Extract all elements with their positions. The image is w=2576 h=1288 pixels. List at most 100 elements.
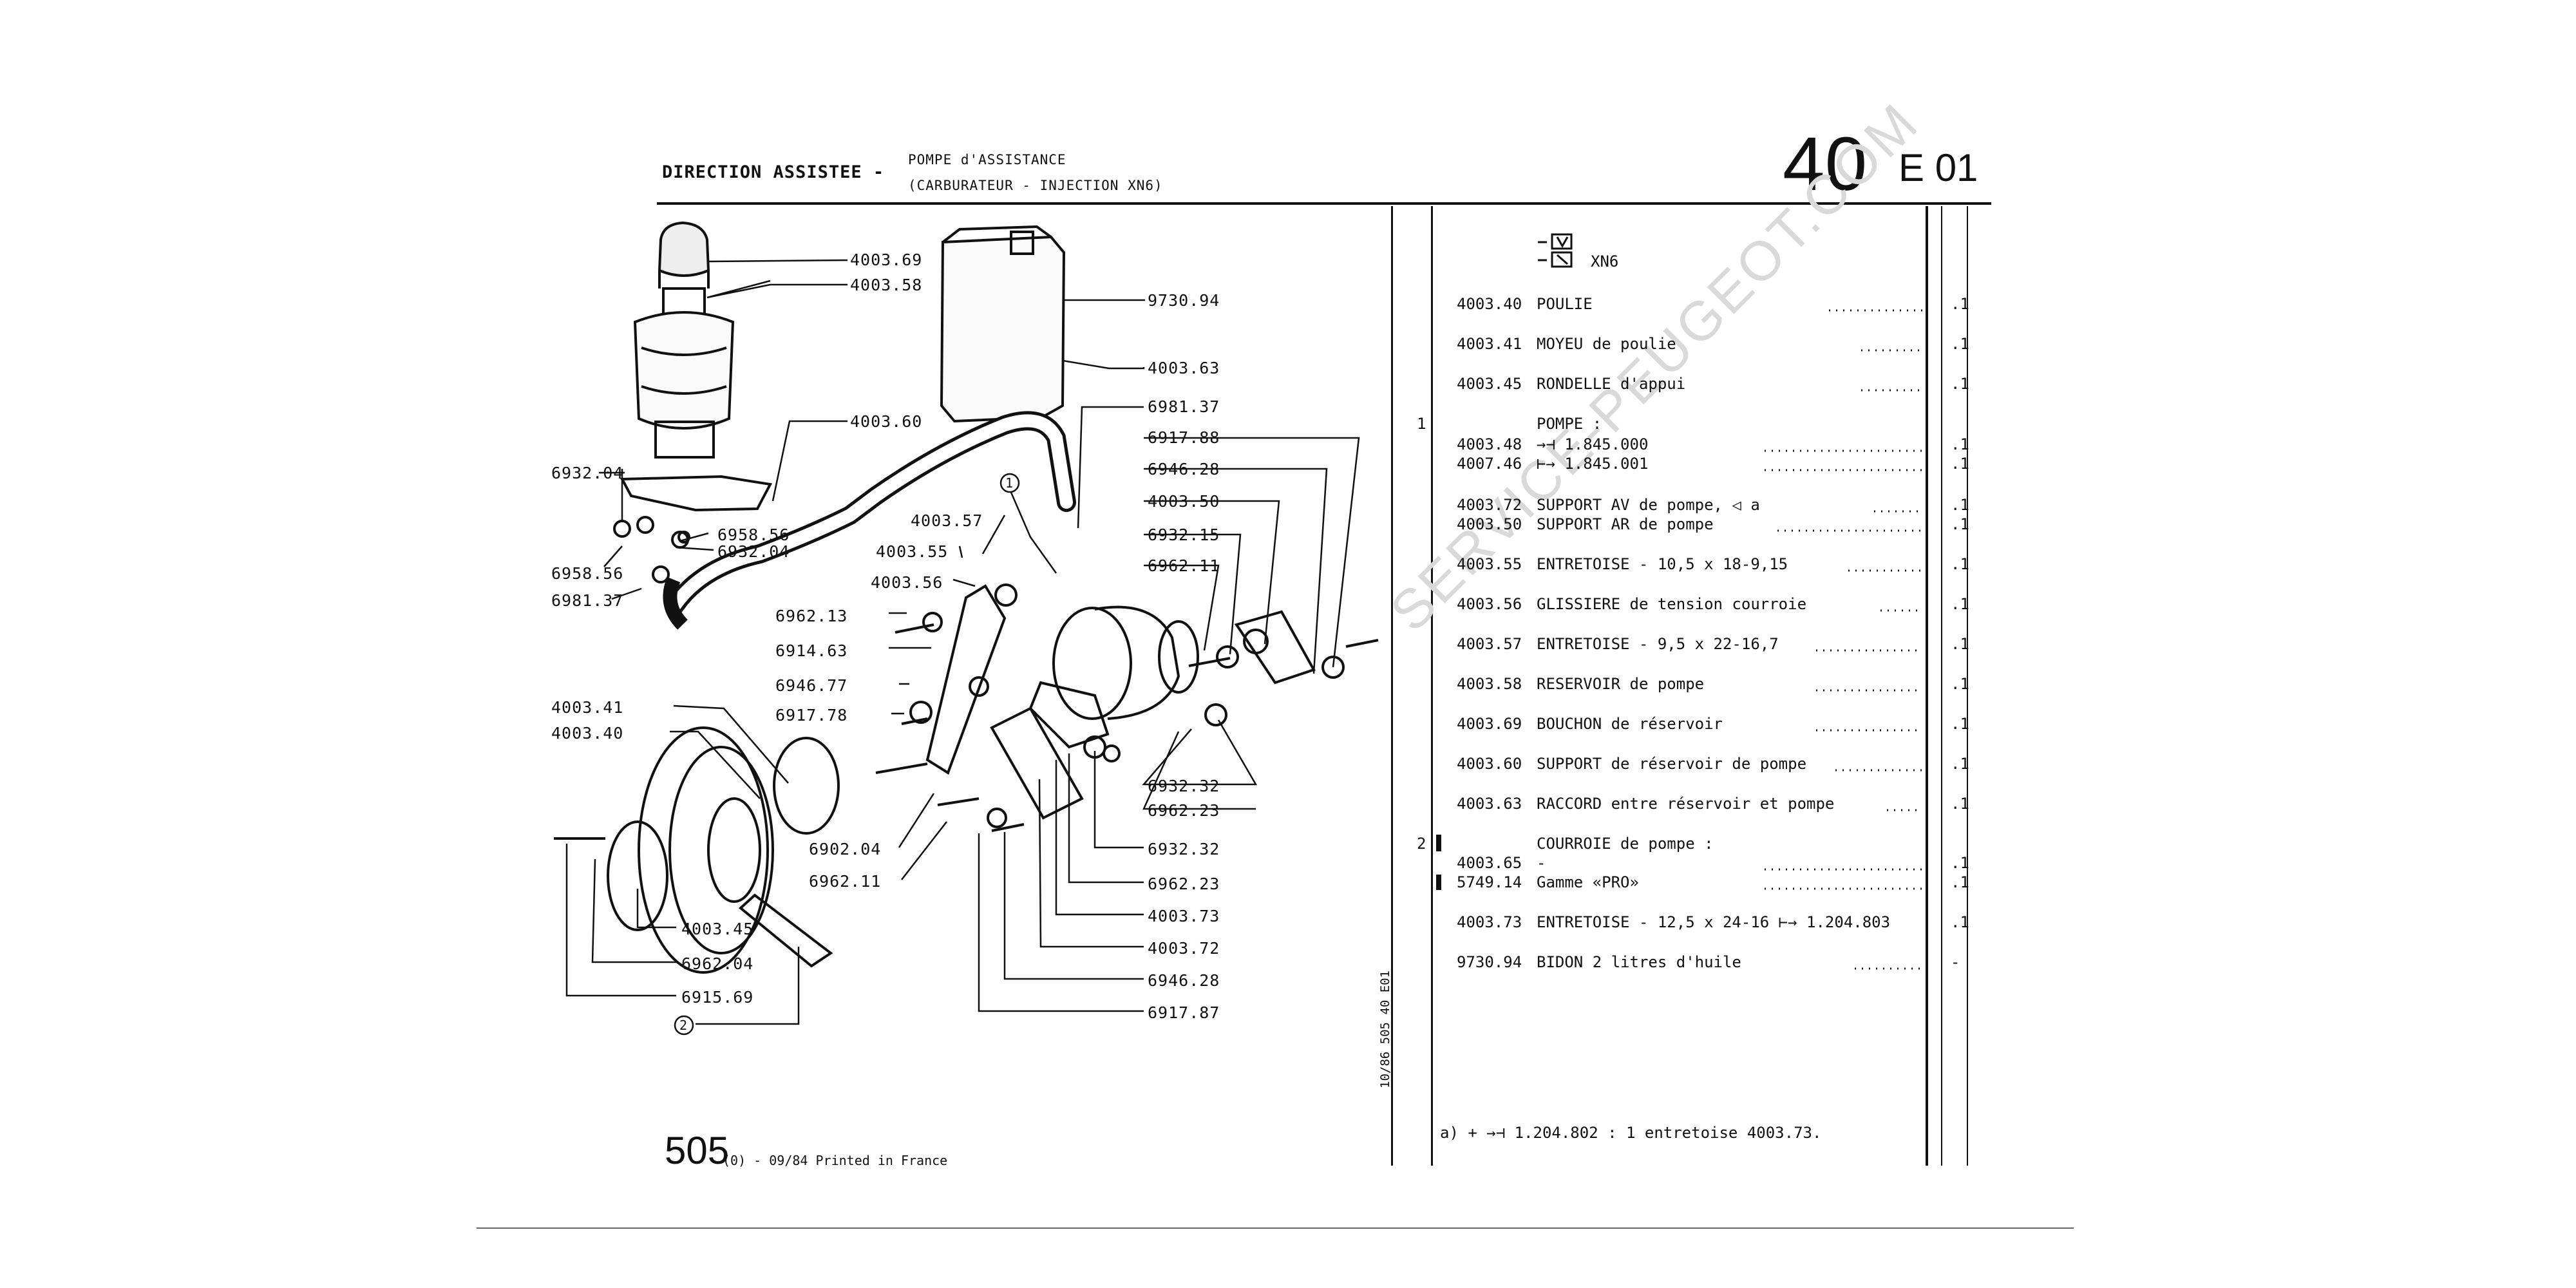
qty: .1 — [1951, 873, 1969, 891]
label-4003-60: 4003.60 — [850, 412, 923, 431]
diagram-parts — [554, 221, 1379, 974]
label-4003-41: 4003.41 — [551, 698, 624, 717]
label-6981-37b: 6981.37 — [551, 591, 624, 610]
label-6902-04: 6902.04 — [809, 840, 882, 858]
label-4003-40: 4003.40 — [551, 724, 624, 743]
label-6932-04b: 6932.04 — [717, 542, 790, 561]
part-ref: 9730.94 — [1457, 953, 1522, 971]
part-desc: RONDELLE d'appui — [1537, 375, 1686, 393]
part-ref: 4003.41 — [1457, 335, 1522, 353]
part-ref: 4003.73 — [1457, 913, 1522, 931]
model-number: 505 — [665, 1129, 730, 1172]
part-desc: SUPPORT AR de pompe — [1537, 515, 1714, 533]
qty: .1 — [1951, 635, 1969, 653]
label-6962-23b: 6962.23 — [1148, 875, 1220, 893]
qty: .1 — [1951, 435, 1969, 453]
label-6962-11a: 6962.11 — [1148, 556, 1220, 575]
part-desc: BOUCHON de réservoir — [1537, 715, 1723, 733]
part-ref: 4003.60 — [1457, 755, 1522, 773]
qty: .1 — [1951, 854, 1969, 872]
label-6917-78: 6917.78 — [775, 706, 848, 724]
label-4003-58: 4003.58 — [850, 276, 923, 294]
part-ref: 4003.48 — [1457, 435, 1522, 453]
label-4003-63: 4003.63 — [1148, 359, 1220, 377]
part-ref: 4003.58 — [1457, 675, 1522, 693]
exploded-diagram — [554, 221, 1379, 1036]
label-6932-15: 6932.15 — [1148, 526, 1220, 544]
part-ref: 4003.65 — [1457, 854, 1522, 872]
parts-list: 4003.40 POULIE 4003.41 MOYEU de poulie 400… — [1457, 0, 1946, 1288]
page-code: E 01 — [1899, 146, 1978, 189]
label-4003-72: 4003.72 — [1148, 939, 1220, 958]
label-4003-45: 4003.45 — [681, 920, 754, 938]
bottom-rule — [477, 1227, 2074, 1229]
qty: - — [1951, 953, 1960, 971]
page-number: 40 — [1783, 122, 1868, 207]
part-ref: 4003.57 — [1457, 635, 1522, 653]
part-desc: MOYEU de poulie — [1537, 335, 1676, 353]
part-desc: COURROIE de pompe : — [1537, 835, 1714, 853]
label-4003-56: 4003.56 — [871, 573, 943, 592]
label-6932-32b: 6932.32 — [1148, 840, 1220, 858]
part-desc: POULIE — [1537, 295, 1593, 313]
part-desc: →⊣ 1.845.000 — [1537, 435, 1649, 453]
qty: .1 — [1951, 375, 1969, 393]
part-desc: GLISSIERE de tension courroie — [1537, 595, 1807, 613]
qty: .1 — [1951, 913, 1969, 931]
part-desc: ENTRETOISE - 9,5 x 22-16,7 — [1537, 635, 1779, 653]
qty: .1 — [1951, 496, 1969, 514]
part-desc: Gamme «PRO» — [1537, 873, 1639, 891]
change-bar — [1436, 875, 1441, 890]
subtitle-variant: (CARBURATEUR - INJECTION XN6) — [908, 178, 1163, 193]
part-ref: 4007.46 — [1457, 455, 1522, 473]
qty: .1 — [1951, 335, 1969, 353]
variant-symbols — [1538, 233, 1573, 268]
part-desc: POMPE : — [1537, 415, 1602, 433]
part-ref: 4003.72 — [1457, 496, 1522, 514]
part-ref: 4003.45 — [1457, 375, 1522, 393]
column-divider-qty2 — [1941, 206, 1942, 1166]
label-6962-13: 6962.13 — [775, 607, 848, 625]
callout-1: 1 — [1005, 475, 1014, 491]
qty: .1 — [1951, 555, 1969, 573]
qty: .1 — [1951, 715, 1969, 733]
footnote: a) + →⊣ 1.204.802 : 1 entretoise 4003.73… — [1440, 1124, 1822, 1142]
label-6981-37a: 6981.37 — [1148, 397, 1220, 416]
qty: .1 — [1951, 675, 1969, 693]
part-ref: 5749.14 — [1457, 873, 1522, 891]
label-6962-11b: 6962.11 — [809, 872, 882, 891]
variant-label: XN6 — [1591, 252, 1619, 270]
column-divider-left — [1391, 206, 1393, 1166]
part-desc: RACCORD entre réservoir et pompe — [1537, 795, 1835, 813]
callout1-circle — [999, 473, 1020, 493]
leader-lines — [565, 259, 1360, 1025]
callout-2: 2 — [679, 1018, 688, 1033]
column-divider-right — [1967, 206, 1968, 1166]
qty: .1 — [1951, 755, 1969, 773]
part-ref: 4003.55 — [1457, 555, 1522, 573]
column-divider-qty — [1926, 206, 1928, 1166]
label-6917-88: 6917.88 — [1148, 428, 1220, 447]
label-6946-77: 6946.77 — [775, 676, 848, 695]
qty: .1 — [1951, 795, 1969, 813]
label-6932-04a: 6932.04 — [551, 464, 624, 482]
change-bar — [1436, 835, 1441, 851]
qty: .1 — [1951, 595, 1969, 613]
margin-mark-1: 1 — [1417, 415, 1426, 433]
print-info: (0) - 09/84 Printed in France — [723, 1153, 948, 1168]
part-desc: ENTRETOISE - 12,5 x 24-16 ⊢→ 1.204.803 — [1537, 913, 1891, 931]
label-6946-28a: 6946.28 — [1148, 460, 1220, 478]
label-6917-87: 6917.87 — [1148, 1003, 1220, 1022]
part-desc: SUPPORT AV de pompe, ◁ a — [1537, 496, 1760, 514]
header-rule — [657, 202, 1991, 205]
label-6914-63: 6914.63 — [775, 641, 848, 660]
label-4003-69: 4003.69 — [850, 251, 923, 269]
part-desc: RESERVOIR de pompe — [1537, 675, 1705, 693]
part-desc: ENTRETOISE - 10,5 x 18-9,15 — [1537, 555, 1788, 573]
label-6958-56b: 6958.56 — [551, 564, 624, 583]
part-ref: 4003.50 — [1457, 515, 1522, 533]
label-6958-56a: 6958.56 — [717, 526, 790, 544]
part-ref: 4003.56 — [1457, 595, 1522, 613]
part-ref: 4003.40 — [1457, 295, 1522, 313]
part-ref: 4003.69 — [1457, 715, 1522, 733]
